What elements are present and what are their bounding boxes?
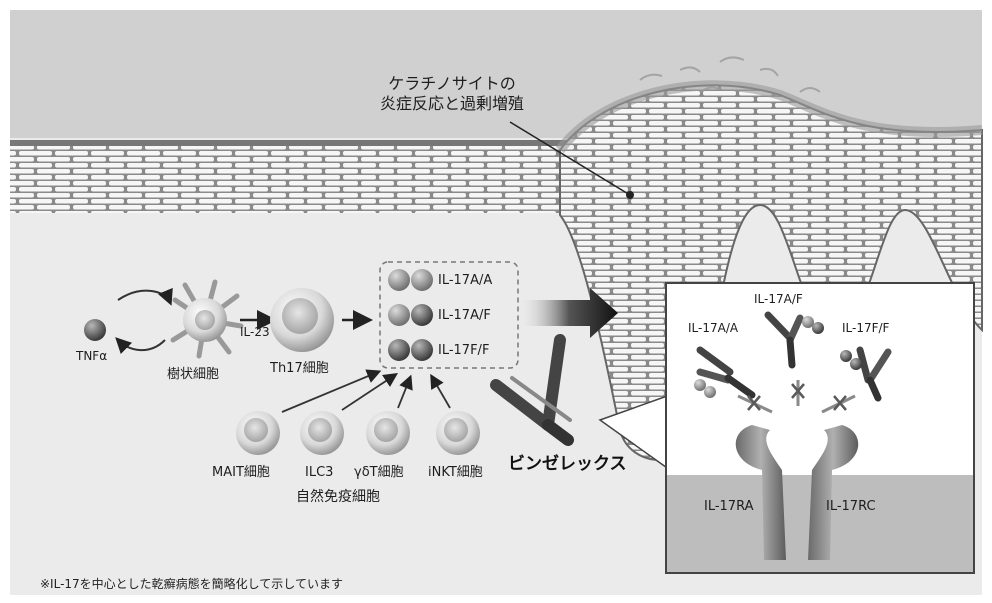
cytokine-il17aa-label: IL-17A/A [438,273,493,288]
ilc3-label: ILC3 [305,465,334,480]
inset-il17ff-label: IL-17F/F [842,321,890,335]
bimekizumab-label: ビンゼレックス [508,454,627,474]
tnf-alpha-label: TNFα [76,349,108,363]
keratinocyte-label: ケラチノサイトの 炎症反応と過剰増殖 [352,74,552,114]
il17ra-receptor-label: IL-17RA [704,499,754,514]
th17-cell-label: Th17細胞 [270,361,329,376]
mait-cell-label: MAIT細胞 [212,465,270,480]
keratinocyte-label-line2: 炎症反応と過剰増殖 [379,94,524,113]
dendritic-cell-label: 樹状細胞 [167,367,220,382]
inkt-cell-label: iNKT細胞 [428,465,483,480]
il17rc-receptor-label: IL-17RC [826,499,876,514]
keratinocyte-label-line1: ケラチノサイトの [388,74,516,93]
footnote: ※IL-17を中心とした乾癬病態を簡略化して示しています [40,577,343,591]
cytokine-il17af-label: IL-17A/F [438,308,491,323]
inset-il17af-label: IL-17A/F [754,292,803,306]
gamma-delta-t-cell-label: γδT細胞 [354,465,404,480]
innate-immune-cells-label: 自然免疫細胞 [296,489,380,505]
il23-label: IL-23 [240,325,270,339]
inset-il17aa-label: IL-17A/A [688,321,739,335]
cytokine-il17ff-label: IL-17F/F [438,343,490,358]
